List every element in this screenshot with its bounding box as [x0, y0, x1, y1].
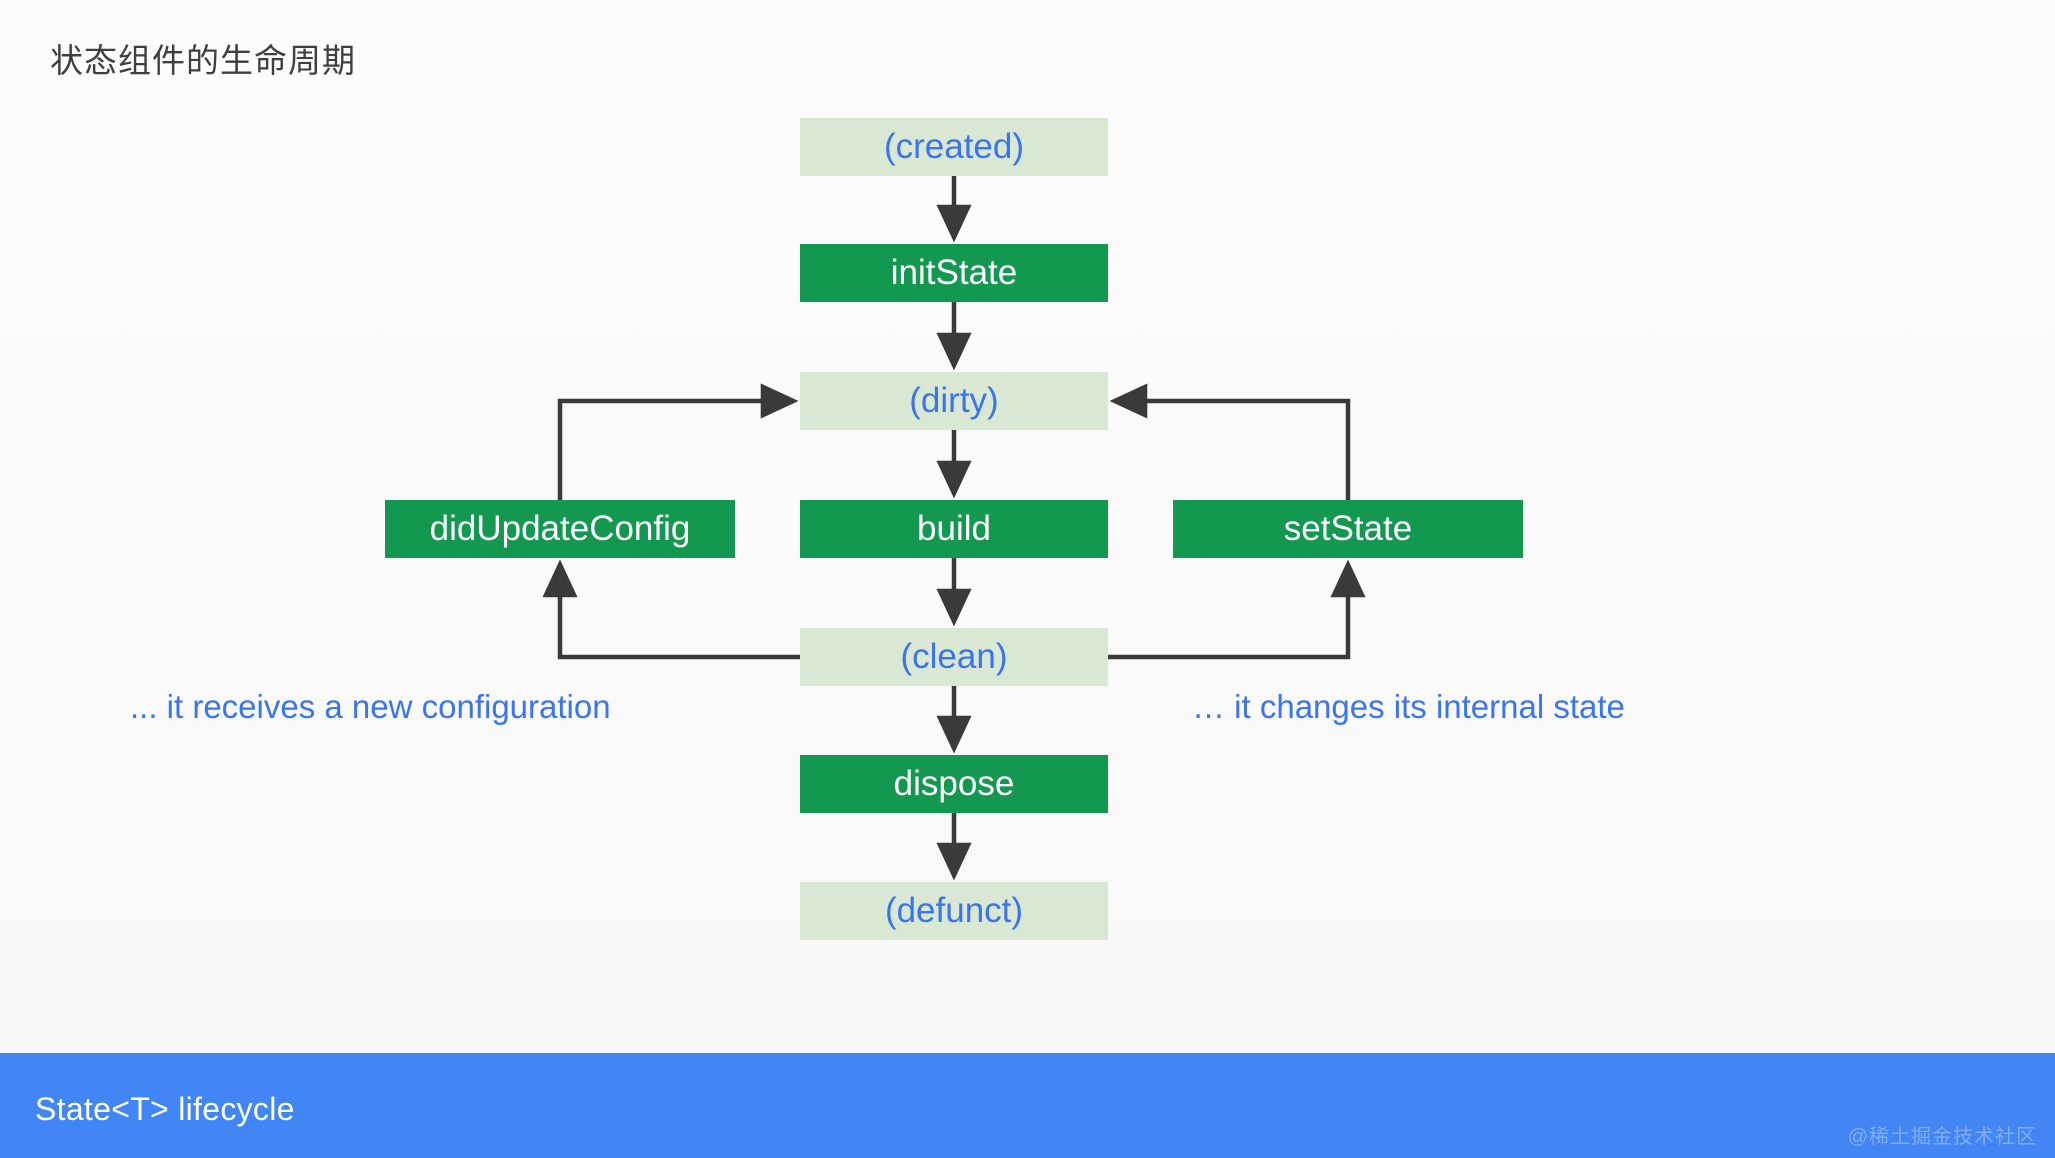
node-didupdateconfig-label: didUpdateConfig: [429, 509, 691, 548]
node-defunct[interactable]: (defunct): [800, 882, 1108, 940]
node-dispose-label: dispose: [893, 764, 1015, 803]
watermark: @稀土掘金技术社区: [1847, 1126, 2037, 1148]
edge-setstate-dirty: [1109, 383, 1351, 500]
node-build[interactable]: build: [800, 500, 1108, 558]
edge-clean-setstate: [1108, 559, 1366, 660]
edge-didupdateconfig-dirty: [557, 383, 799, 500]
node-dirty[interactable]: (dirty): [800, 372, 1108, 430]
node-created[interactable]: (created): [800, 118, 1108, 176]
footer-bar: [0, 1053, 2055, 1158]
right-annotation: … it changes its internal state: [1192, 688, 1625, 725]
node-defunct-label: (defunct): [884, 891, 1024, 930]
node-didupdateconfig[interactable]: didUpdateConfig: [385, 500, 735, 558]
left-annotation: ... it receives a new configuration: [130, 688, 611, 725]
node-clean-label: (clean): [900, 637, 1008, 676]
footer-title: State<T> lifecycle: [35, 1091, 295, 1127]
node-initstate[interactable]: initState: [800, 244, 1108, 302]
edge-clean-didupdateconfig: [542, 559, 800, 660]
page-title: 状态组件的生命周期: [50, 42, 356, 79]
node-build-label: build: [917, 509, 991, 548]
node-initstate-label: initState: [890, 253, 1018, 292]
node-setstate[interactable]: setState: [1173, 500, 1523, 558]
node-dirty-label: (dirty): [909, 381, 999, 420]
node-created-label: (created): [883, 127, 1025, 166]
node-clean[interactable]: (clean): [800, 628, 1108, 686]
node-dispose[interactable]: dispose: [800, 755, 1108, 813]
node-setstate-label: setState: [1283, 509, 1413, 548]
lifecycle-diagram: (created) initState (dirty) didUpdateCon…: [130, 118, 1625, 940]
